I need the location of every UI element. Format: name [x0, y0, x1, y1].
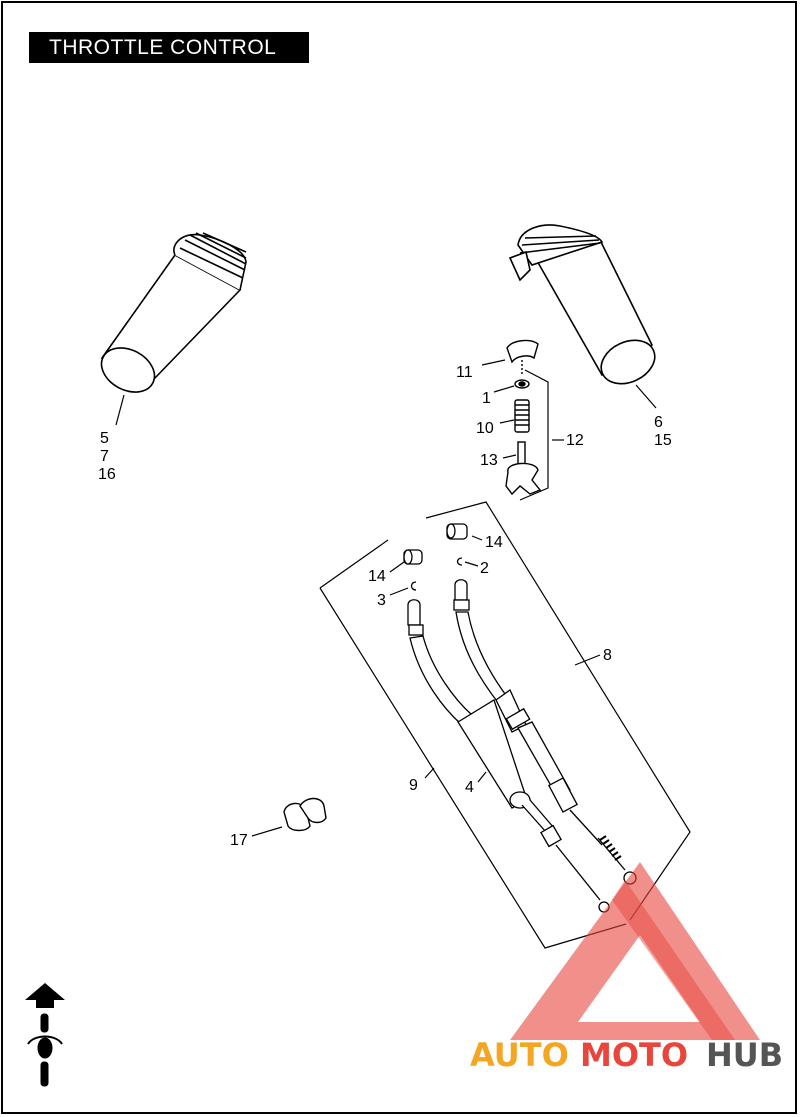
kit-outline-top-left	[319, 539, 389, 589]
leader-lines	[115, 359, 657, 837]
callout-12: 12	[566, 432, 584, 449]
ferrule-14-right[interactable]	[446, 523, 468, 540]
callout-5: 5	[100, 430, 109, 447]
callout-9: 9	[409, 777, 418, 794]
front-direction-arrow-icon	[25, 983, 65, 1008]
logo-text-auto: AUTO	[470, 1036, 569, 1074]
logo-text-moto: MOTO	[580, 1036, 688, 1074]
callout-4: 4	[465, 779, 474, 796]
callout-14-right: 14	[485, 534, 503, 551]
callout-13: 13	[480, 452, 498, 469]
automotohub-logo: AUTO MOTO HUB	[470, 862, 783, 1074]
motorcycle-topview-icon	[27, 1013, 63, 1087]
logo-text-hub: HUB	[706, 1036, 783, 1074]
callout-15: 15	[654, 432, 672, 449]
idle-cable-9[interactable]	[407, 599, 610, 913]
callout-17: 17	[230, 832, 248, 849]
throttle-sleeve-assembly[interactable]	[505, 339, 542, 496]
bracket-12	[519, 369, 549, 501]
clip-2[interactable]	[456, 557, 463, 566]
callout-10: 10	[476, 420, 494, 437]
callout-6: 6	[654, 414, 663, 431]
left-grip[interactable]	[94, 232, 247, 401]
cable-clip-17[interactable]	[283, 797, 327, 832]
clip-3[interactable]	[410, 581, 417, 591]
ferrule-14-left[interactable]	[403, 549, 423, 565]
callout-3: 3	[377, 592, 386, 609]
callout-11: 11	[456, 364, 473, 381]
page-title: THROTTLE CONTROL	[29, 32, 309, 63]
callout-8: 8	[603, 647, 612, 664]
callout-16: 16	[98, 466, 116, 483]
callout-7: 7	[100, 448, 109, 465]
kit-outline-right	[425, 501, 691, 921]
callout-2: 2	[480, 560, 489, 577]
right-grip[interactable]	[508, 224, 662, 392]
throttle-cable-8[interactable]	[453, 579, 637, 885]
callout-1: 1	[482, 390, 491, 407]
callout-14-left: 14	[368, 568, 386, 585]
